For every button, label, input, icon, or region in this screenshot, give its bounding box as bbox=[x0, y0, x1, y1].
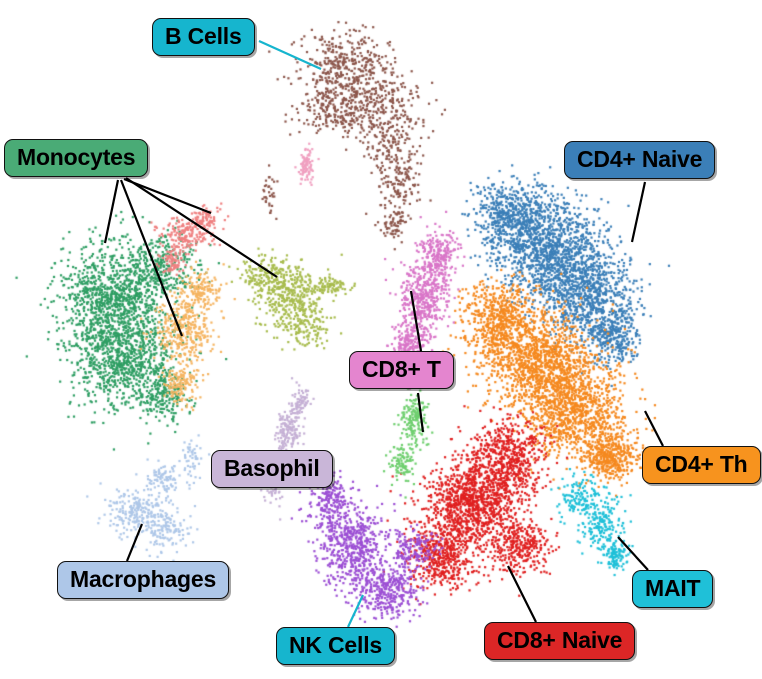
cluster-label-monocytes[interactable]: Monocytes bbox=[4, 139, 149, 177]
cluster-label-cd4-naive[interactable]: CD4+ Naive bbox=[564, 141, 716, 179]
cluster-label-nk-cells[interactable]: NK Cells bbox=[276, 627, 395, 665]
cluster-label-basophil[interactable]: Basophil bbox=[211, 450, 333, 488]
cluster-label-macrophages[interactable]: Macrophages bbox=[57, 561, 230, 599]
cluster-label-b-cells[interactable]: B Cells bbox=[152, 18, 255, 56]
cluster-label-cd8-naive[interactable]: CD8+ Naive bbox=[484, 622, 636, 660]
cluster-label-cd8-t[interactable]: CD8+ T bbox=[349, 351, 454, 389]
cluster-label-mait[interactable]: MAIT bbox=[632, 570, 714, 608]
cluster-label-cd4-th[interactable]: CD4+ Th bbox=[642, 446, 761, 484]
